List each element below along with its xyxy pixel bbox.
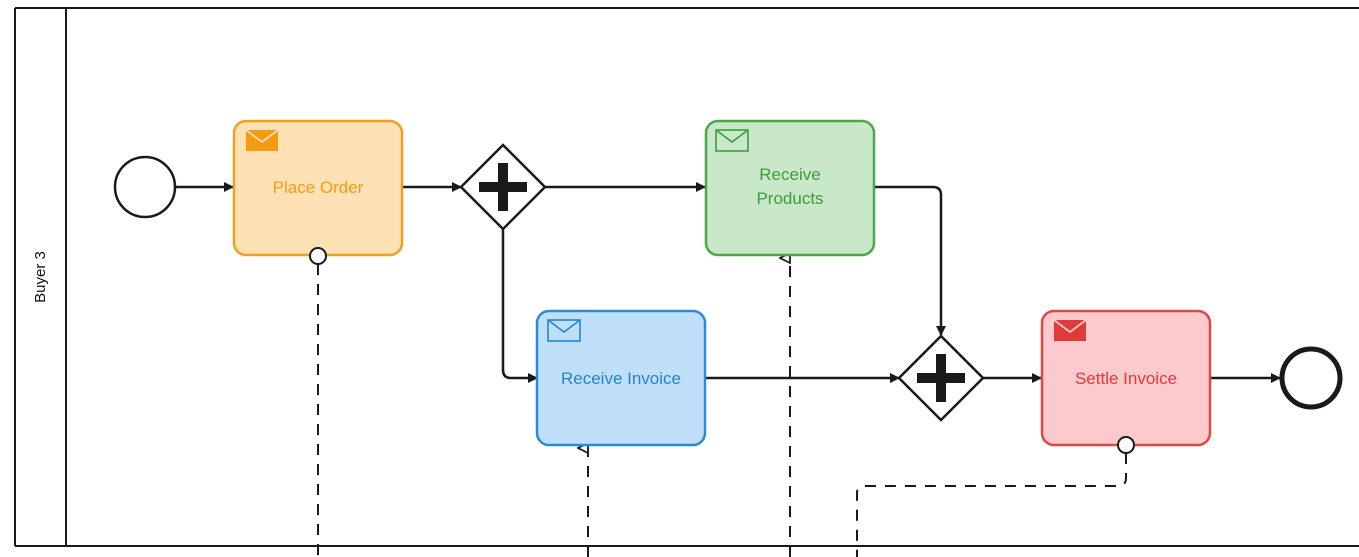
lane-label: Buyer 3	[32, 251, 49, 303]
send-message-icon	[1053, 319, 1087, 341]
message-flow-source-marker	[1117, 436, 1135, 454]
plus-icon	[479, 163, 527, 211]
receive-message-icon	[715, 129, 749, 152]
sequence-flows	[175, 182, 1281, 383]
task-place-order-label: Place Order	[273, 178, 364, 197]
task-receive-invoice-box	[535, 309, 707, 447]
message-flows	[317, 258, 1127, 557]
message-flow-source-marker	[309, 247, 327, 265]
gateway-parallel-join[interactable]	[897, 334, 985, 422]
gateway-parallel-split[interactable]	[459, 143, 547, 231]
start-event[interactable]	[113, 155, 177, 219]
task-receive-products-label-line2: Products	[756, 189, 823, 208]
flow-receive-products-to-join[interactable]	[874, 185, 946, 336]
end-event[interactable]	[1279, 346, 1343, 410]
send-message-icon	[245, 129, 279, 151]
task-settle-invoice[interactable]: Settle Invoice	[1040, 309, 1212, 454]
task-receive-products-label-line1: Receive	[759, 165, 820, 184]
flow-split-to-receive-invoice[interactable]	[501, 229, 538, 383]
plus-icon	[917, 354, 965, 402]
task-receive-invoice[interactable]: Receive Invoice	[535, 309, 707, 447]
pool[interactable]: Buyer 3	[14, 7, 1359, 547]
receive-message-icon	[547, 319, 581, 342]
task-settle-invoice-label: Settle Invoice	[1075, 369, 1177, 388]
task-place-order[interactable]: Place Order	[232, 119, 404, 265]
task-receive-products-box	[704, 119, 876, 257]
message-flow-settle-invoice[interactable]	[856, 453, 1127, 557]
task-receive-products[interactable]: Receive Products	[704, 119, 876, 257]
task-receive-invoice-label: Receive Invoice	[561, 369, 681, 388]
